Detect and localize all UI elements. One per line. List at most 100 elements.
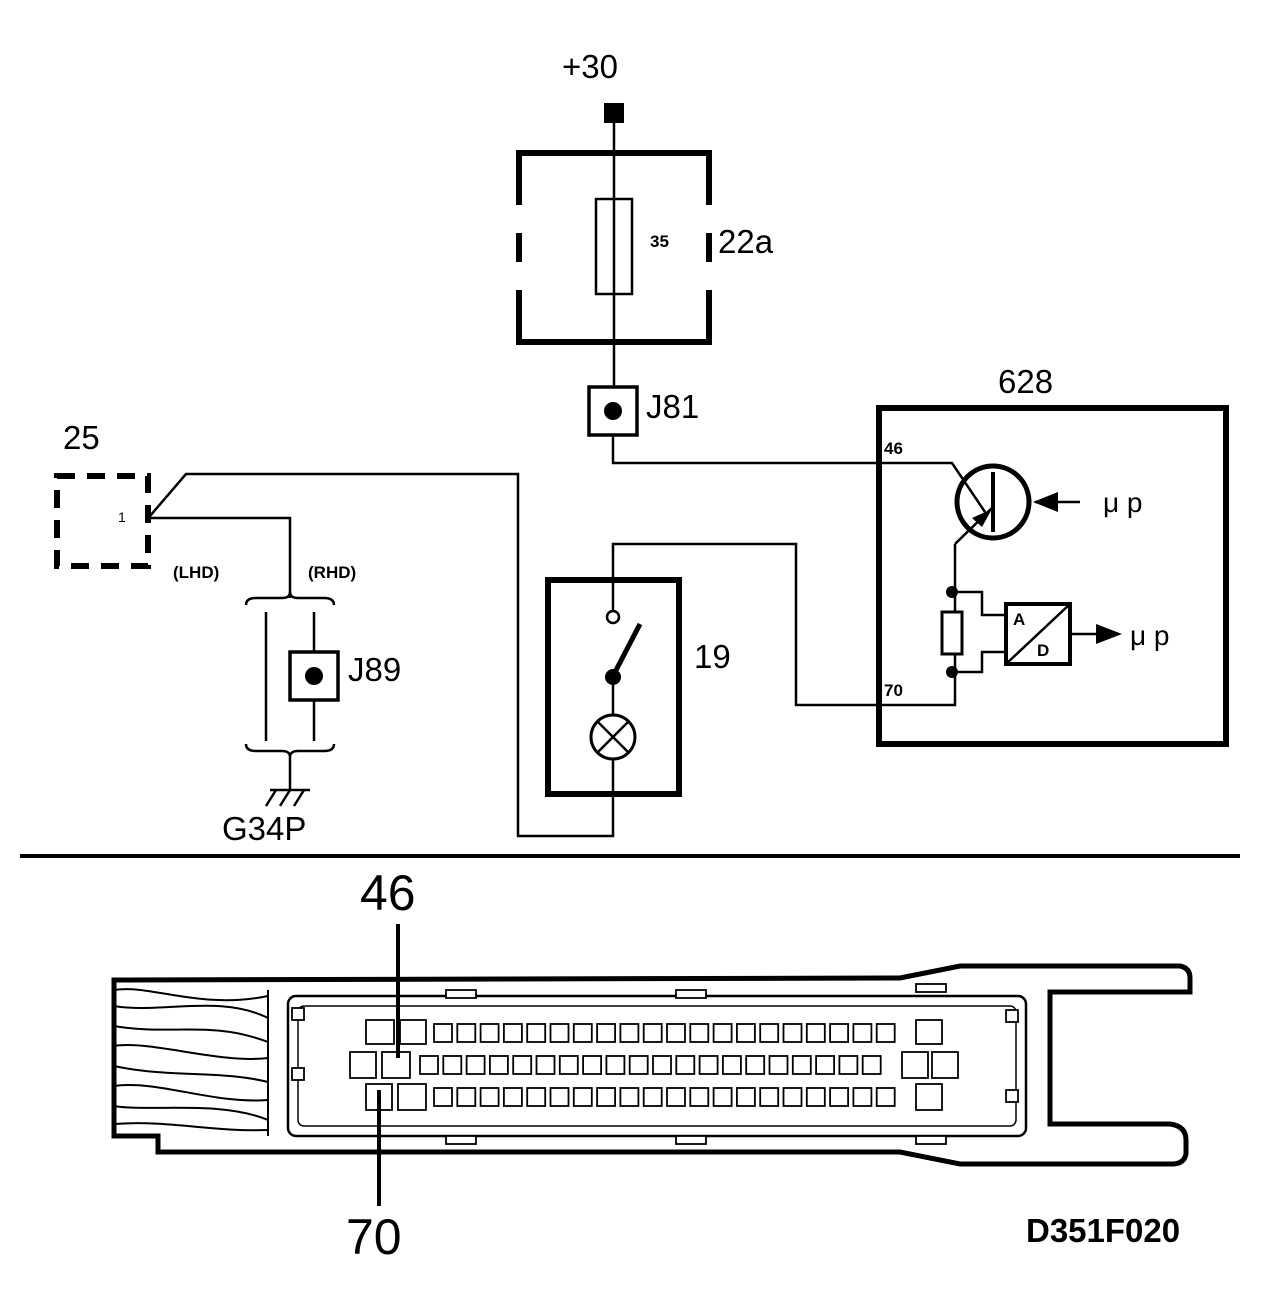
connector-pin	[791, 1055, 812, 1075]
adc-wire-top	[952, 590, 1006, 617]
connector-pin-large	[399, 1019, 427, 1045]
connector-pin	[666, 1023, 686, 1043]
housing-tab	[915, 1135, 947, 1145]
junction-j89	[288, 650, 340, 702]
connector-pin	[712, 1087, 733, 1107]
rhd-label: (RHD)	[308, 563, 356, 582]
connector-pin	[642, 1023, 663, 1043]
connector-pin	[838, 1055, 859, 1075]
connector-pin	[736, 1023, 756, 1043]
connector-pin	[875, 1023, 896, 1043]
connector-pin	[782, 1023, 803, 1043]
connector-pin	[759, 1023, 780, 1043]
connector-pin	[852, 1087, 873, 1107]
connector-pin	[782, 1087, 803, 1107]
connector-pin-large	[365, 1019, 395, 1045]
connector-pin	[805, 1023, 826, 1043]
component-25	[54, 473, 151, 569]
adc-output-arrow	[1096, 624, 1122, 644]
housing-tab	[445, 989, 477, 999]
ground-symbol	[264, 757, 310, 807]
uc-output-label: μ p	[1130, 620, 1169, 651]
ecu-pin-46-label: 46	[884, 439, 903, 458]
connector-pin-large	[349, 1051, 377, 1079]
connector-pin	[605, 1055, 626, 1075]
junction-j89-dot	[305, 667, 323, 685]
connector-pin	[512, 1055, 533, 1075]
connector-pin-large	[915, 1019, 943, 1045]
connector-pin	[698, 1055, 719, 1075]
wire-sensor-loop	[611, 542, 957, 707]
ecu-label: 628	[998, 363, 1053, 400]
variant-brace-bottom	[244, 743, 336, 758]
connector-pin-large	[915, 1083, 943, 1111]
junction-j89-label: J89	[348, 651, 401, 688]
switch-contact	[605, 609, 621, 625]
connector-pin	[628, 1055, 649, 1075]
housing-clip	[291, 1067, 305, 1081]
connector-pin	[582, 1055, 602, 1075]
connector-pin	[502, 1087, 523, 1107]
connector-pin	[479, 1023, 500, 1043]
connector-pin	[852, 1023, 873, 1043]
fuse-box-22a	[516, 150, 712, 345]
connector-pin	[875, 1087, 896, 1107]
connector-pin	[572, 1087, 593, 1107]
connector-pin	[642, 1087, 663, 1107]
connector-pin	[572, 1023, 593, 1043]
housing-clip	[291, 1007, 305, 1021]
adc-a-label: A	[1013, 610, 1025, 629]
connector-pin	[535, 1055, 556, 1075]
ecu-628	[876, 405, 1229, 747]
connector-pin	[549, 1023, 570, 1043]
connector-pin	[465, 1055, 486, 1075]
housing-tab	[445, 1135, 477, 1145]
connector-pin	[805, 1087, 826, 1107]
component-25-label: 25	[63, 419, 100, 456]
connector-pin	[652, 1055, 672, 1075]
connector-pin	[689, 1087, 710, 1107]
connector-pin-large	[901, 1051, 929, 1079]
transistor-input-arrow	[1033, 492, 1058, 512]
connector-pin	[419, 1055, 439, 1075]
connector-pin	[689, 1023, 710, 1043]
housing-tab	[675, 1135, 707, 1145]
uc-input-label: μ p	[1103, 487, 1142, 518]
component-19-label: 19	[694, 638, 731, 675]
housing-clip	[1005, 1089, 1019, 1103]
connector-pin	[456, 1023, 477, 1043]
connector-pin	[666, 1087, 686, 1107]
connector-pin	[759, 1087, 780, 1107]
housing-tab	[675, 989, 707, 999]
connector-pin-large	[931, 1051, 959, 1079]
connector-pin	[526, 1023, 547, 1043]
fuse-rating-label: 35	[650, 232, 669, 251]
drawing-id: D351F020	[1026, 1212, 1180, 1249]
connector-pin	[479, 1087, 500, 1107]
connector-pin	[526, 1087, 547, 1107]
connector-pin	[488, 1055, 509, 1075]
adc-wire-bottom	[952, 650, 1006, 674]
junction-j81-label: J81	[646, 388, 699, 425]
connector-pin	[502, 1023, 523, 1043]
connector-pin	[619, 1023, 640, 1043]
transistor	[954, 463, 1032, 545]
cable-bundle	[113, 988, 269, 1136]
connector-pin	[433, 1087, 453, 1107]
fuse-box-label: 22a	[718, 223, 774, 260]
connector-pin	[712, 1023, 733, 1043]
connector-pin	[433, 1023, 453, 1043]
supply-terminal	[604, 103, 624, 123]
connector-pin-46-label: 46	[360, 865, 416, 921]
connector-pin	[736, 1087, 756, 1107]
connector-pin	[558, 1055, 579, 1075]
connector-pin	[619, 1087, 640, 1107]
lhd-label: (LHD)	[173, 563, 219, 582]
connector-pin	[722, 1055, 742, 1075]
junction-j81-dot	[604, 402, 622, 420]
component-25-pin-label: 1	[118, 509, 126, 525]
connector-pin	[549, 1087, 570, 1107]
ground-label: G34P	[222, 810, 306, 847]
connector-pin-large	[397, 1083, 427, 1111]
